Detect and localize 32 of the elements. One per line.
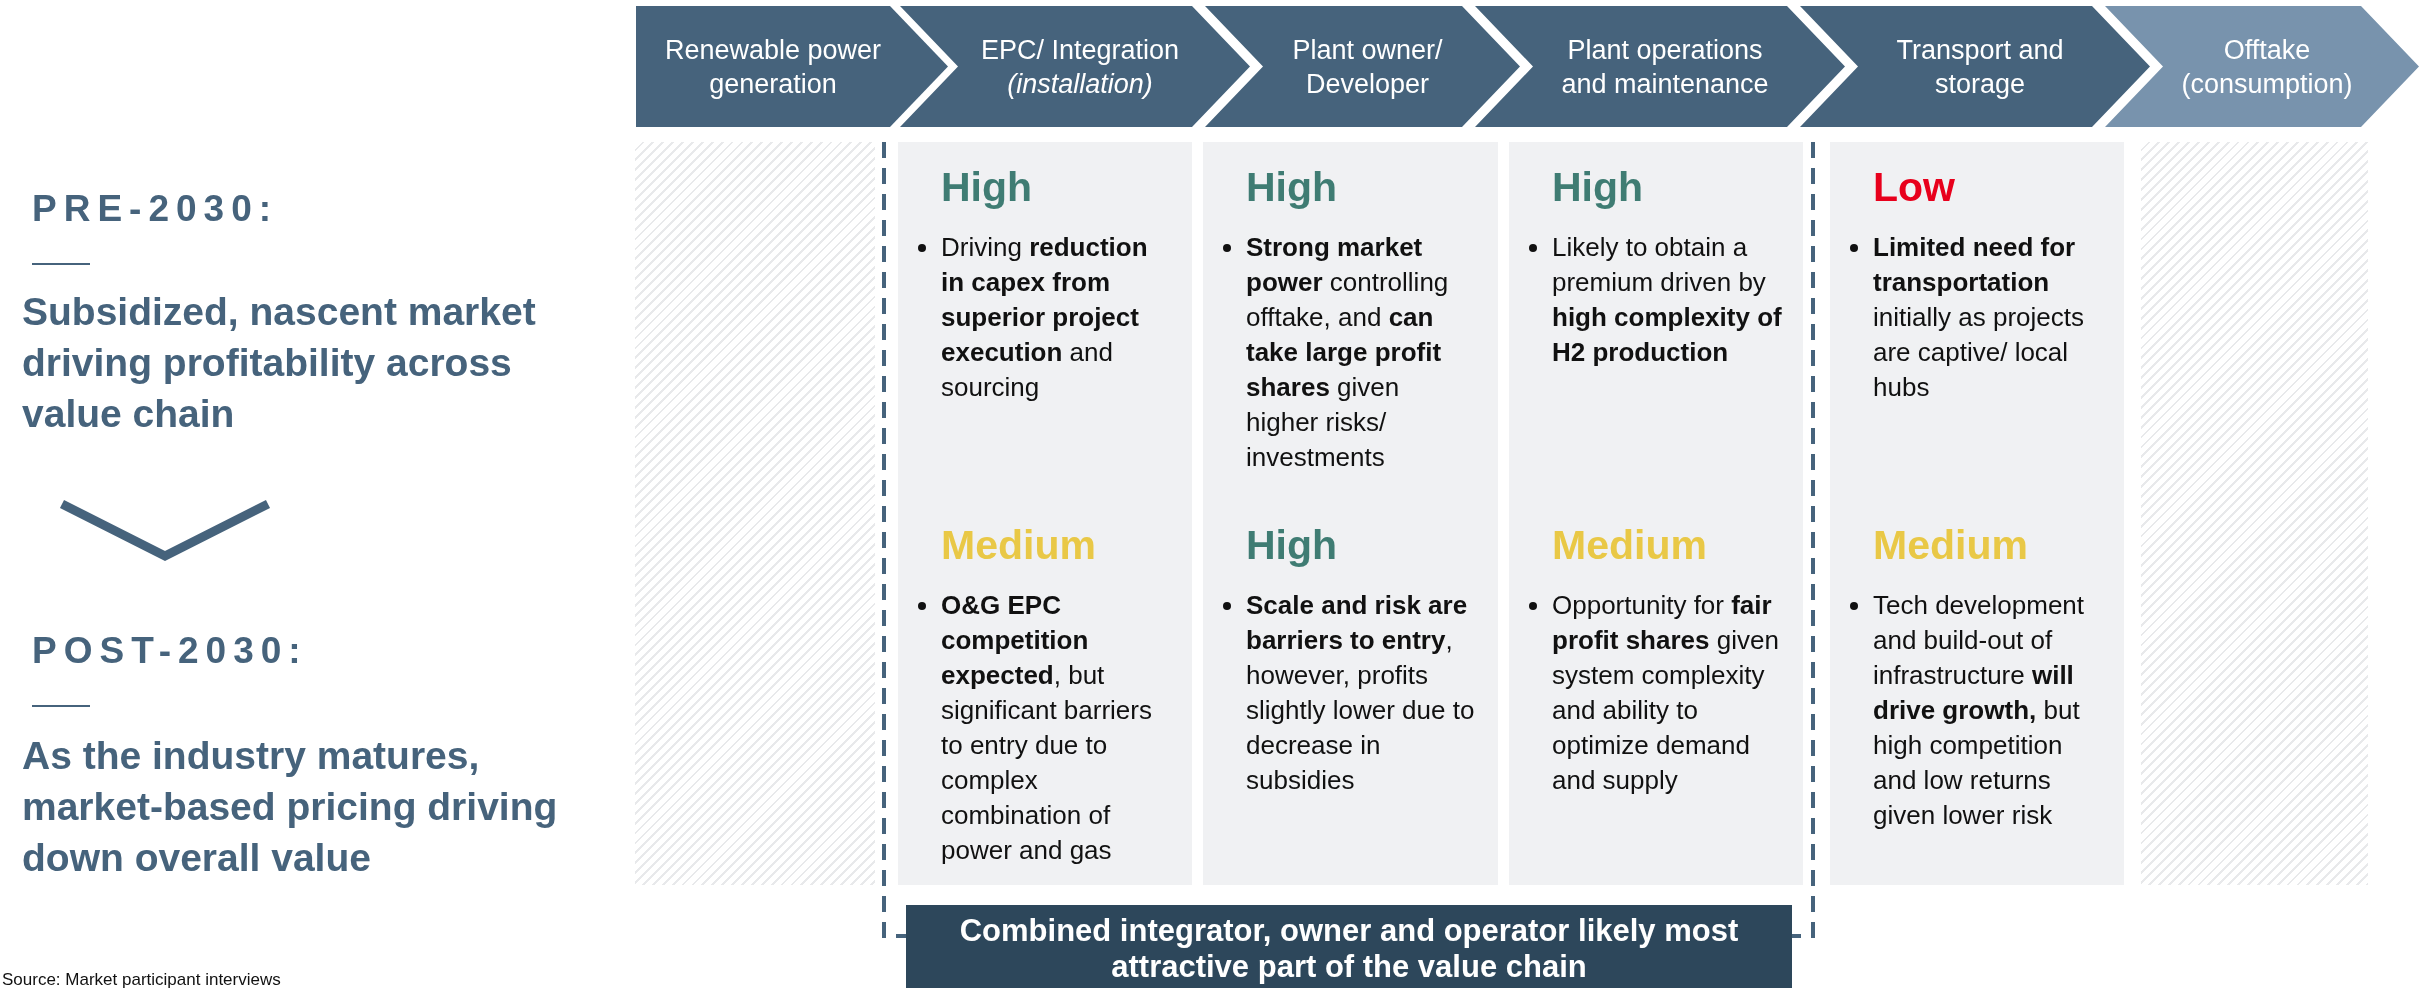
rating-heading: Low xyxy=(1873,164,1955,211)
bullet-text: O&G EPC competition expected, but significant barriers to entry due to complex combination of power and gas xyxy=(941,589,1153,867)
rating-panel xyxy=(1830,142,2124,885)
bullet-text: Driving reduction in capex from superior project execution and sourcing xyxy=(941,231,1149,404)
rating-heading: High xyxy=(941,164,1033,211)
rating-panel xyxy=(898,142,1192,885)
bullet-text: Likely to obtain a premium driven by high complexity of H2 production xyxy=(1552,231,1783,369)
value-chain-step: EPC/ Integration (installation) xyxy=(900,6,1250,127)
summary-banner: Combined integrator, owner and operator likely most attractive part of the value chain xyxy=(906,905,1792,988)
rating-panel xyxy=(1203,142,1498,885)
value-chain-step: Plant owner/ Developer xyxy=(1205,6,1520,127)
period-summary: Subsidized, nascent market driving profitability across value chain xyxy=(22,289,537,437)
period-heading: PRE-2030: xyxy=(32,188,279,230)
rating-heading: Medium xyxy=(1873,522,2028,569)
rating-heading: Medium xyxy=(1552,522,1707,569)
period-summary: As the industry matures, market-based pricing driving down overall value xyxy=(22,733,559,881)
bullet-text: Strong market power controlling offtake, and can take large profit shares given higher risks/ investments xyxy=(1246,231,1450,474)
bullet-text: Limited need for transportation initially as projects are captive/ local hubs xyxy=(1873,231,2085,404)
bullet-text: Tech development and build-out of infrastructure will drive growth, but high competition and low returns given lower risk xyxy=(1873,589,2086,832)
value-chain-step: Offtake (consumption) xyxy=(2105,6,2419,127)
rating-heading: High xyxy=(1246,164,1338,211)
period-heading: POST-2030: xyxy=(32,630,308,672)
bullet-text: Scale and risk are barriers to entry, however, profits slightly lower due to decrease in subsidies xyxy=(1246,589,1476,797)
bullet-text: Opportunity for fair profit shares given system complexity and ability to optimize demand and supply xyxy=(1552,589,1780,797)
value-chain-step: Renewable power generation xyxy=(636,6,948,127)
source-note: Source: Market participant interviews xyxy=(2,970,281,988)
rating-panel xyxy=(1509,142,1803,885)
rating-heading: High xyxy=(1552,164,1644,211)
rating-heading: Medium xyxy=(941,522,1096,569)
value-chain-step: Transport and storage xyxy=(1800,6,2150,127)
value-chain-step: Plant operations and maintenance xyxy=(1475,6,1845,127)
rating-heading: High xyxy=(1246,522,1338,569)
